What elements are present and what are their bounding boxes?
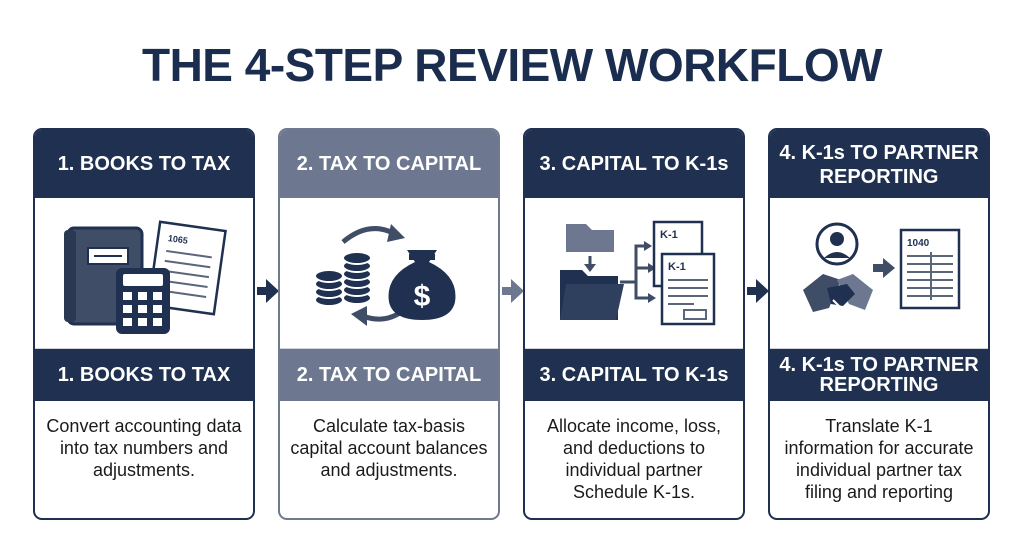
step-1-header: 1. BOOKS TO TAX — [35, 130, 253, 198]
tax-form-1040-icon: 1040 — [899, 228, 961, 310]
arrow-right-icon — [747, 279, 769, 303]
money-bag-icon: $ — [388, 250, 456, 320]
doc-label-1: K-1 — [660, 229, 678, 241]
step-3-header: 3. CAPITAL TO K-1s — [525, 130, 743, 198]
k1-document-icon: K-1 K-1 — [652, 220, 716, 326]
bag-symbol: $ — [414, 280, 431, 313]
step-3-description: Allocate income, loss, and deductions to… — [546, 416, 722, 502]
step-card-1: 1. BOOKS TO TAX 1065 — [33, 128, 255, 520]
step-4-band: 4. K-1s TO PARTNER REPORTING — [770, 349, 988, 401]
arrow-right-icon — [502, 279, 524, 303]
step-3-band: 3. CAPITAL TO K-1s — [525, 349, 743, 401]
arrow-right-icon — [873, 258, 895, 278]
step-2-description: Calculate tax-basis capital account bala… — [290, 416, 488, 480]
step-card-4: 4. K-1s TO PARTNER REPORTING 1040 — [768, 128, 990, 520]
step-2-band: 2. TAX TO CAPITAL — [280, 349, 498, 401]
form-label: 1040 — [907, 238, 930, 249]
step-4-header: 4. K-1s TO PARTNER REPORTING — [770, 130, 988, 198]
step-1-description: Convert accounting data into tax numbers… — [46, 416, 242, 480]
step-4-icons: 1040 — [770, 198, 988, 349]
step-3-icons: K-1 K-1 — [525, 198, 743, 349]
step-card-2: 2. TAX TO CAPITAL — [278, 128, 500, 520]
arrow-right-icon — [257, 279, 279, 303]
step-4-description: Translate K-1 information for accurate i… — [784, 416, 974, 502]
step-1-icons: 1065 — [35, 198, 253, 349]
form-label: 1065 — [167, 233, 188, 246]
step-2-header: 2. TAX TO CAPITAL — [280, 130, 498, 198]
page-title: THE 4-STEP REVIEW WORKFLOW — [141, 39, 883, 91]
folder-icon — [560, 224, 624, 320]
step-2-icons: $ — [280, 198, 498, 349]
step-card-3: 3. CAPITAL TO K-1s K-1 — [523, 128, 745, 520]
doc-label-2: K-1 — [668, 261, 686, 273]
person-icon — [815, 222, 859, 266]
step-1-band: 1. BOOKS TO TAX — [35, 349, 253, 401]
handshake-icon — [803, 274, 873, 312]
coin-stack-icon — [314, 251, 372, 307]
calculator-icon — [116, 268, 170, 334]
